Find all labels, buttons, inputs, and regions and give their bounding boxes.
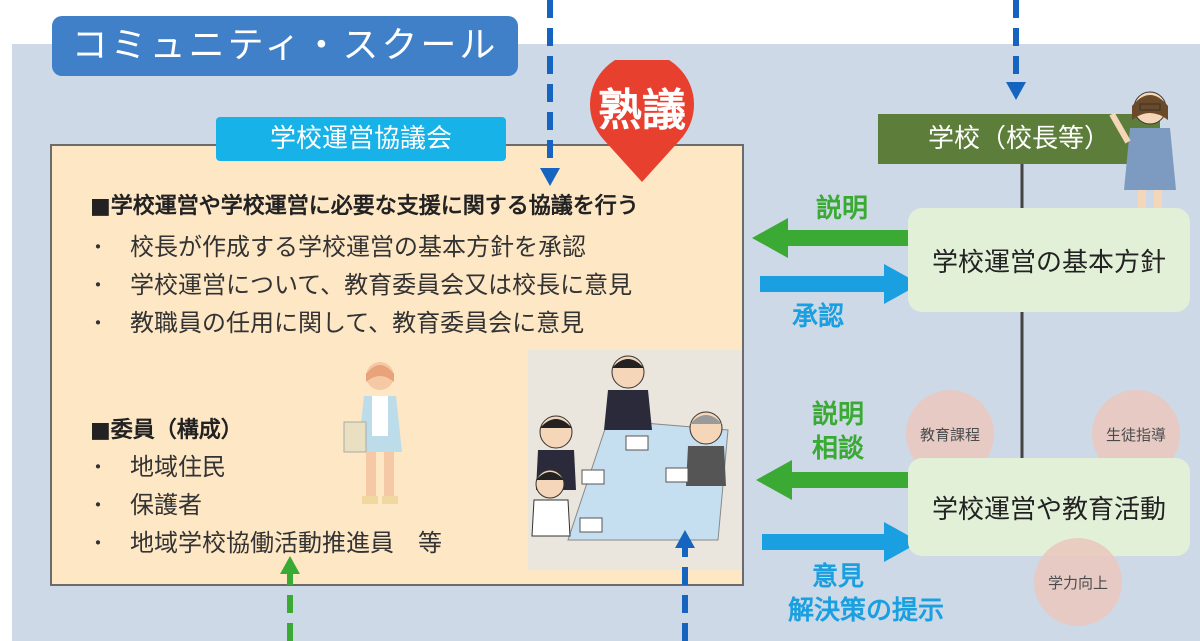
list-item: 地域学校協働活動推進員 等 (88, 524, 442, 562)
members-list: 地域住民 保護者 地域学校協働活動推進員 等 (88, 448, 442, 562)
label-approve: 承認 (791, 302, 844, 332)
circle-achievement: 学力向上 (1034, 538, 1122, 626)
activities-box: 学校運営や教育活動 (908, 458, 1190, 556)
deliberation-badge-label: 熟議 (598, 85, 686, 136)
staff-figure-icon (343, 362, 402, 504)
meeting-table-icon (528, 350, 742, 570)
list-item: 校長が作成する学校運営の基本方針を承認 (88, 228, 632, 266)
list-item: 地域住民 (88, 448, 442, 486)
teacher-figure-icon (1109, 91, 1176, 220)
list-item: 保護者 (88, 486, 442, 524)
list-item: 教職員の任用に関して、教育委員会に意見 (88, 304, 632, 342)
duties-list: 校長が作成する学校運営の基本方針を承認 学校運営について、教育委員会又は校長に意… (88, 228, 632, 342)
school-label: 学校（校長等） (878, 114, 1160, 164)
council-heading-duties: ■学校運営や学校運営に必要な支援に関する協議を行う (90, 194, 639, 219)
council-label: 学校運営協議会 (216, 117, 506, 161)
list-item: 学校運営について、教育委員会又は校長に意見 (88, 266, 632, 304)
council-heading-members: ■委員（構成） (90, 418, 243, 443)
page-title: コミュニティ・スクール (52, 16, 518, 76)
policy-box: 学校運営の基本方針 (908, 208, 1190, 312)
label-explain: 説明 (815, 194, 868, 224)
label-explain-2: 説明 (811, 400, 864, 430)
deliberation-badge-pin (590, 60, 694, 182)
label-opinion: 意見 (811, 562, 864, 592)
label-consult: 相談 (811, 434, 864, 464)
label-solutions: 解決策の提示 (788, 596, 945, 626)
